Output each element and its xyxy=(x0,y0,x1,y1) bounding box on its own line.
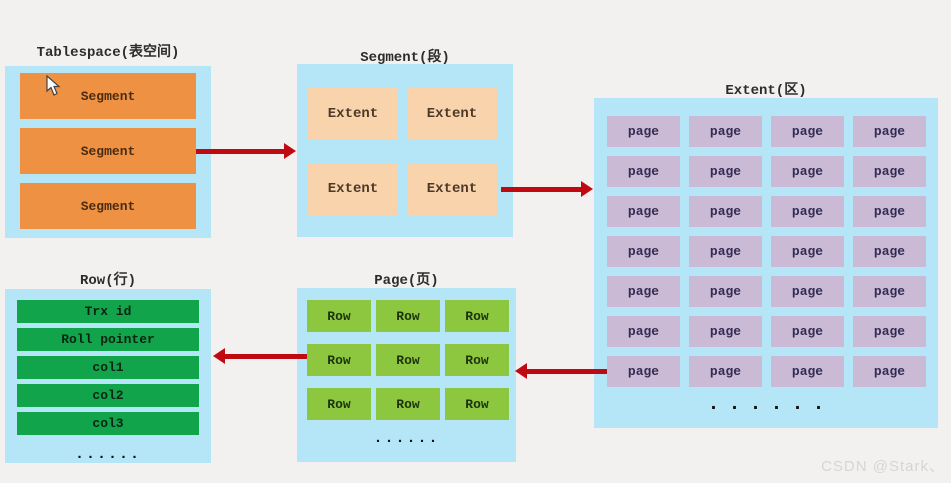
extent-title: Extent(区) xyxy=(725,83,807,99)
field-row: col3 xyxy=(17,412,199,435)
row-title: Row(行) xyxy=(79,273,136,289)
page-cell: page xyxy=(607,156,680,187)
page-cell: page xyxy=(607,236,680,267)
page-cell: page xyxy=(853,236,926,267)
extent-panel: page page page page page page page page page page… xyxy=(594,98,938,428)
segment-title: Segment(段) xyxy=(360,50,450,66)
row-cell: Row xyxy=(307,344,371,376)
arrow-page-to-row xyxy=(213,348,307,364)
segment-box: Segment xyxy=(20,183,196,229)
page-cell: page xyxy=(689,356,762,387)
page-cell: page xyxy=(607,276,680,307)
page-cell: page xyxy=(689,196,762,227)
extent-box: Extent xyxy=(308,88,398,140)
page-cell: page xyxy=(771,156,844,187)
field-row: col2 xyxy=(17,384,199,407)
row-cell: Row xyxy=(376,344,440,376)
page-cell: page xyxy=(689,116,762,147)
extent-ellipsis: ...... xyxy=(707,393,834,416)
row-cell: Row xyxy=(307,300,371,332)
field-row: Trx id xyxy=(17,300,199,323)
row-panel: Trx id Roll pointer col1 col2 col3 ...... xyxy=(5,289,211,463)
page-cell: page xyxy=(689,276,762,307)
extent-box: Extent xyxy=(407,163,497,215)
page-cell: page xyxy=(853,316,926,347)
arrow-extent-to-page xyxy=(515,363,607,379)
page-cell: page xyxy=(607,316,680,347)
extent-box: Extent xyxy=(308,163,398,215)
page-cell: page xyxy=(853,196,926,227)
page-cell: page xyxy=(771,116,844,147)
page-cell: page xyxy=(689,156,762,187)
page-cell: page xyxy=(771,356,844,387)
page-cell: page xyxy=(853,276,926,307)
page-cell: page xyxy=(607,116,680,147)
field-row: col1 xyxy=(17,356,199,379)
page-cell: page xyxy=(853,156,926,187)
page-cell: page xyxy=(771,236,844,267)
row-cell: Row xyxy=(445,344,509,376)
tablespace-title: Tablespace(表空间) xyxy=(36,45,180,61)
row-cell: Row xyxy=(307,388,371,420)
extent-box: Extent xyxy=(407,88,497,140)
page-cell: page xyxy=(689,316,762,347)
page-grid: page page page page page page page page page page… xyxy=(594,98,938,387)
page-cell: page xyxy=(607,356,680,387)
page-cell: page xyxy=(853,356,926,387)
row-ellipsis: ...... xyxy=(74,446,141,463)
mouse-cursor-icon xyxy=(46,75,61,96)
arrow-tablespace-to-segment xyxy=(196,143,296,159)
row-cell: Row xyxy=(376,300,440,332)
watermark: CSDN @Stark、 xyxy=(821,458,945,475)
arrow-segment-to-extent xyxy=(501,181,593,197)
row-cell: Row xyxy=(376,388,440,420)
page-cell: page xyxy=(771,196,844,227)
segment-box: Segment xyxy=(20,128,196,174)
field-row: Roll pointer xyxy=(17,328,199,351)
row-cell: Row xyxy=(445,300,509,332)
page-cell: page xyxy=(771,316,844,347)
field-list: Trx id Roll pointer col1 col2 col3 xyxy=(17,300,199,435)
row-cell: Row xyxy=(445,388,509,420)
page-cell: page xyxy=(771,276,844,307)
page-cell: page xyxy=(689,236,762,267)
page-cell: page xyxy=(853,116,926,147)
page-title: Page(页) xyxy=(374,273,439,289)
page-cell: page xyxy=(607,196,680,227)
page-ellipsis: ...... xyxy=(373,430,440,447)
